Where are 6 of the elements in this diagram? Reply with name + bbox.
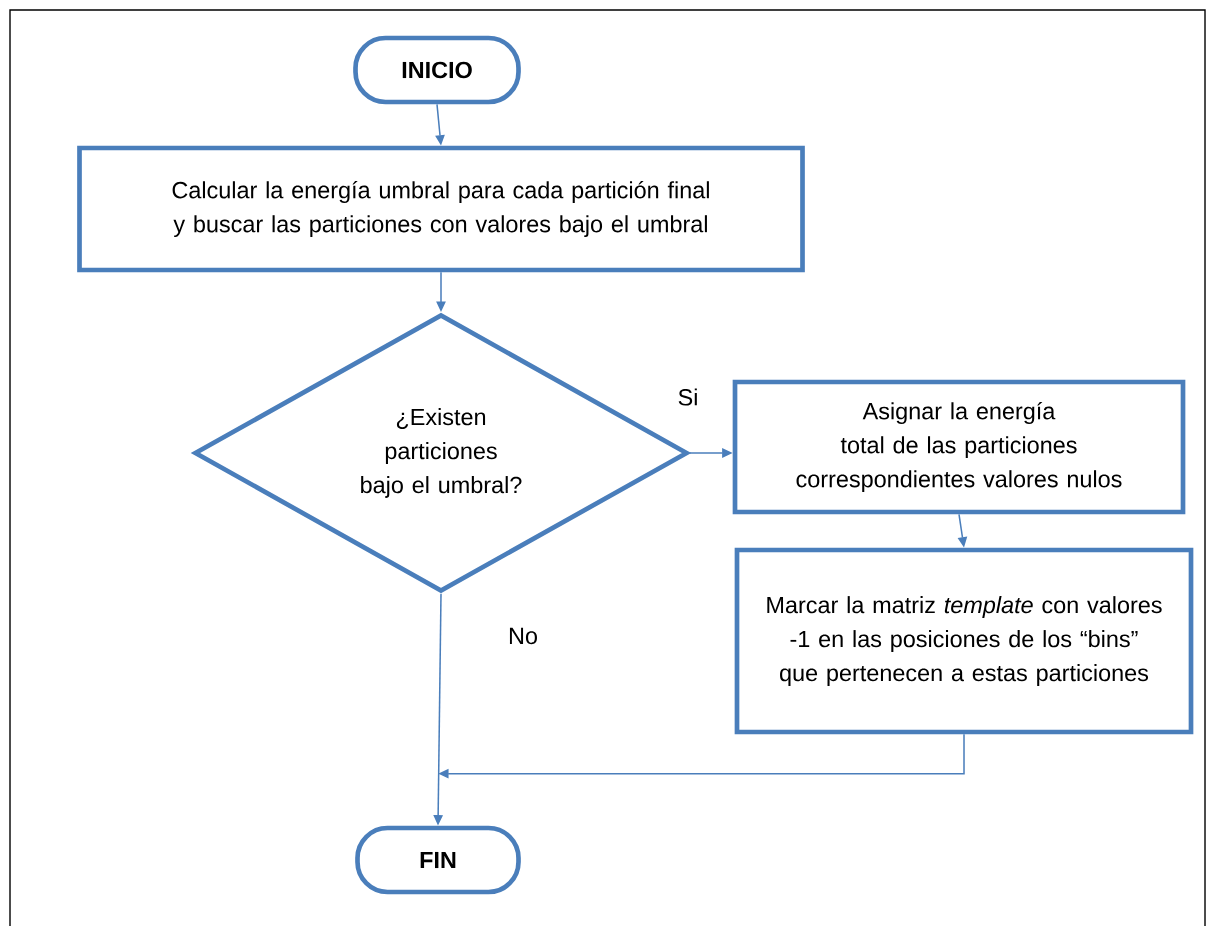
process-box: Calcular la energía umbral para cada partición final y buscar las particiones con valores bajo el umbral	[77, 145, 805, 273]
terminal-box: FIN	[355, 825, 521, 895]
edge-label: No	[506, 626, 540, 646]
process-box: Marcar la matriz template con valores -1 en las posiciones de los “bins” que pertenecen a estas particiones	[734, 547, 1194, 735]
terminal-box: INICIO	[353, 35, 521, 105]
process-box: Asignar la energía total de las particiones correspondientes valores nulos	[732, 379, 1186, 515]
